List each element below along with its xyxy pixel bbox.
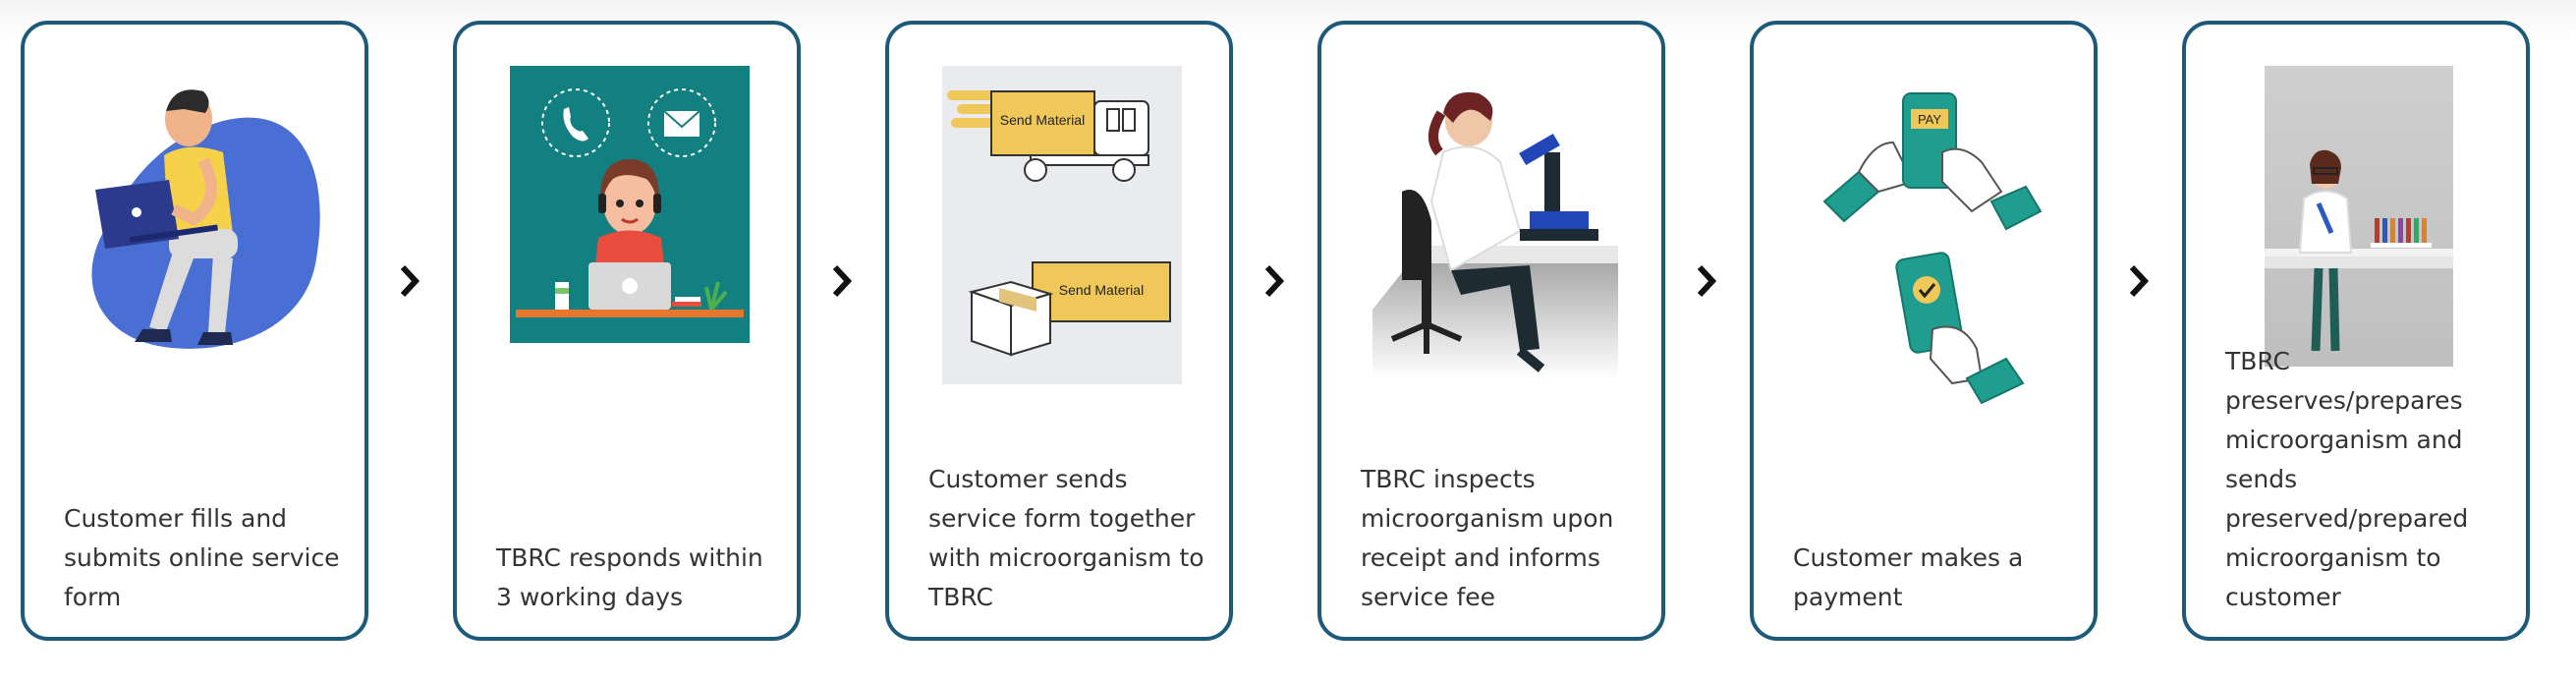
step-card-4: TBRC inspects microorganism upon receipt… — [1317, 21, 1665, 641]
scientist-microscope-icon — [1372, 84, 1618, 382]
step-card-3: Send Material Send Material Customer sen… — [885, 21, 1233, 641]
person-with-laptop-icon — [76, 62, 321, 361]
chevron-right-icon — [398, 263, 421, 299]
step-card-6: TBRC preserves/prepares microorganism an… — [2182, 21, 2530, 641]
chevron-right-icon — [2127, 263, 2151, 299]
chevron-right-icon — [1695, 263, 1718, 299]
lab-scientist-icon — [2265, 66, 2453, 370]
step-card-5: PAY Customer makes a payment — [1750, 21, 2098, 641]
pay-label: PAY — [1918, 112, 1941, 127]
send-material-label: Send Material — [1000, 112, 1085, 128]
chevron-right-icon — [1262, 263, 1286, 299]
step-text: TBRC inspects microorganism upon receipt… — [1361, 465, 1614, 611]
step-card-2: TBRC responds within 3 working days — [453, 21, 801, 641]
step-text: TBRC responds within 3 working days — [496, 543, 763, 611]
step-text: Customer sends service form together wit… — [928, 465, 1204, 611]
call-center-agent-icon — [510, 66, 750, 347]
step-text: TBRC preserves/prepares microorganism an… — [2225, 347, 2469, 611]
send-material-label: Send Material — [1059, 282, 1144, 298]
shipping-truck-icon: Send Material Send Material — [942, 66, 1182, 388]
chevron-right-icon — [830, 263, 854, 299]
mobile-payment-icon: PAY — [1805, 84, 2050, 422]
step-card-1: Customer fills and submits online servic… — [21, 21, 368, 641]
step-text: Customer fills and submits online servic… — [64, 504, 340, 611]
step-text: Customer makes a payment — [1793, 543, 2024, 611]
